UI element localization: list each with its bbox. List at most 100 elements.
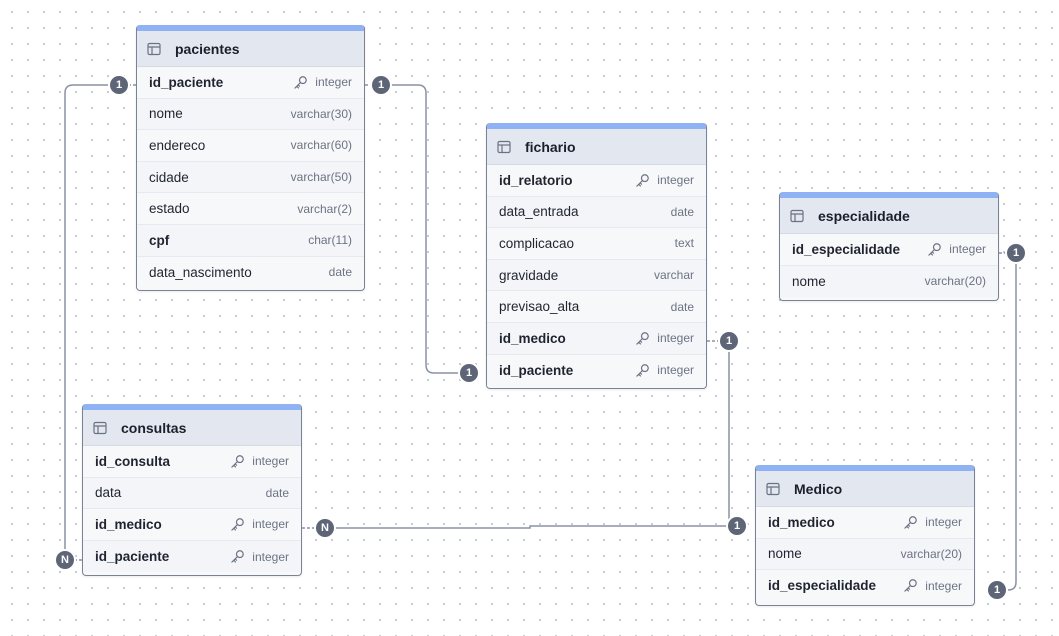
field-type: date bbox=[671, 300, 694, 314]
field-type: integer bbox=[635, 331, 694, 346]
cardinality-badge: 1 bbox=[460, 364, 478, 382]
field-name: cidade bbox=[149, 169, 189, 185]
field-type-label: integer bbox=[252, 517, 289, 532]
field-type-label: date bbox=[670, 204, 694, 219]
table-name: pacientes bbox=[175, 40, 240, 57]
table-grid-icon bbox=[766, 482, 780, 496]
key-icon bbox=[230, 454, 245, 469]
field-type-label: integer bbox=[925, 515, 962, 530]
field-name: id_especialidade bbox=[792, 241, 901, 257]
field-row[interactable]: id_paciente integer bbox=[83, 540, 301, 573]
field-type-label: date bbox=[265, 485, 289, 500]
field-row[interactable]: data_nascimento date bbox=[137, 256, 364, 289]
field-name: data_nascimento bbox=[149, 264, 252, 280]
field-type-label: char(11) bbox=[308, 233, 352, 248]
field-name: id_relatorio bbox=[499, 172, 573, 188]
cardinality-badge: 1 bbox=[720, 332, 738, 350]
field-row[interactable]: id_medico integer bbox=[83, 509, 301, 541]
key-icon bbox=[230, 549, 245, 564]
table-header[interactable]: especialidade bbox=[780, 198, 998, 234]
edge-fichario-medico bbox=[728, 341, 737, 527]
table-name: consultas bbox=[121, 419, 187, 436]
field-type-label: varchar(60) bbox=[290, 138, 352, 153]
field-type: varchar(30) bbox=[291, 107, 352, 121]
field-name: id_consulta bbox=[95, 453, 171, 469]
field-row[interactable]: nome varchar(20) bbox=[780, 265, 998, 298]
table-header-bar bbox=[83, 404, 301, 410]
edge-especialidade-medico bbox=[997, 253, 1017, 591]
field-name: id_medico bbox=[768, 514, 835, 530]
field-type-label: integer bbox=[657, 331, 694, 346]
table-header[interactable]: consultas bbox=[83, 410, 301, 446]
field-row[interactable]: id_medico integer bbox=[756, 507, 974, 539]
field-name: estado bbox=[149, 201, 190, 217]
table-name: fichario bbox=[525, 138, 576, 155]
field-type: integer bbox=[230, 549, 289, 564]
field-type: char(11) bbox=[308, 233, 352, 247]
table-name: especialidade bbox=[818, 207, 910, 224]
table-medico[interactable]: Medico id_medico integer nome varchar(20) id_… bbox=[755, 465, 975, 606]
cardinality-badge: 1 bbox=[728, 517, 746, 535]
key-icon bbox=[903, 578, 918, 593]
field-row[interactable]: data_entrada date bbox=[487, 196, 706, 229]
table-header-bar bbox=[756, 465, 974, 471]
field-type: varchar(20) bbox=[901, 547, 962, 561]
field-name: id_paciente bbox=[149, 74, 224, 90]
field-row[interactable]: gravidade varchar bbox=[487, 259, 706, 292]
field-type-label: varchar(30) bbox=[290, 106, 352, 121]
table-grid-icon bbox=[497, 140, 511, 154]
table-header[interactable]: fichario bbox=[487, 129, 706, 165]
field-type: integer bbox=[293, 75, 352, 90]
table-header[interactable]: Medico bbox=[756, 471, 974, 507]
field-row[interactable]: id_paciente integer bbox=[137, 67, 364, 99]
field-type-label: date bbox=[328, 265, 352, 280]
field-name: gravidade bbox=[499, 267, 559, 283]
field-type: text bbox=[675, 236, 694, 250]
table-header[interactable]: pacientes bbox=[137, 31, 364, 67]
field-row[interactable]: nome varchar(20) bbox=[756, 538, 974, 571]
field-type-label: integer bbox=[315, 75, 352, 90]
field-type: varchar bbox=[654, 268, 694, 282]
field-type: integer bbox=[635, 173, 694, 188]
field-name: nome bbox=[768, 546, 802, 562]
field-name: id_paciente bbox=[95, 549, 170, 565]
key-icon bbox=[635, 173, 650, 188]
field-type: integer bbox=[903, 515, 962, 530]
edge-consultas-medico bbox=[325, 525, 737, 529]
field-row[interactable]: id_relatorio integer bbox=[487, 165, 706, 197]
field-name: nome bbox=[792, 273, 826, 289]
key-icon bbox=[903, 515, 918, 530]
field-type: date bbox=[329, 265, 352, 279]
field-name: data_entrada bbox=[499, 204, 579, 220]
table-grid-icon bbox=[93, 421, 107, 435]
edge-pacientes-fichario bbox=[380, 84, 470, 374]
table-header-bar bbox=[780, 192, 998, 198]
field-name: id_medico bbox=[95, 516, 162, 532]
table-grid-icon bbox=[147, 42, 161, 56]
field-name: id_paciente bbox=[499, 362, 574, 378]
field-type-label: varchar(20) bbox=[900, 546, 962, 561]
field-type: varchar(20) bbox=[925, 274, 986, 288]
